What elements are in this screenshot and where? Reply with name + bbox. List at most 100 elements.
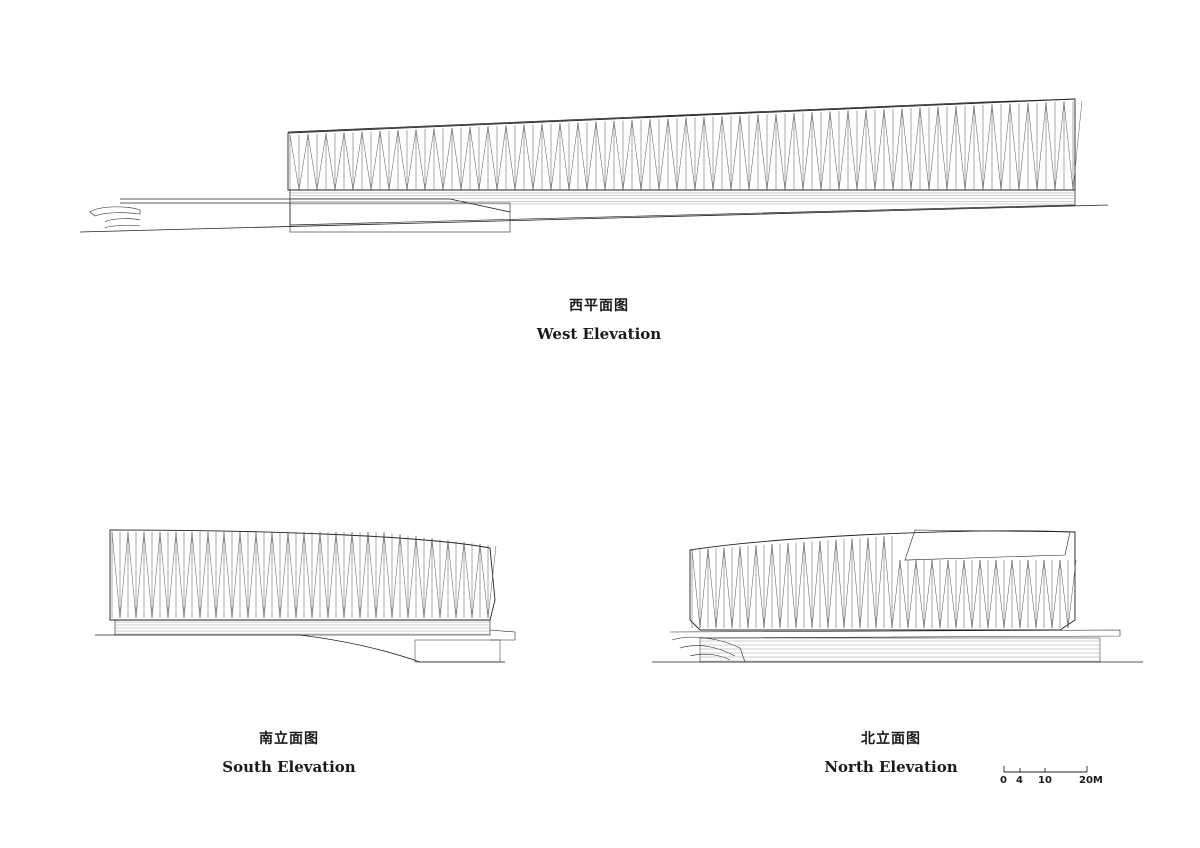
facade-line xyxy=(707,548,717,629)
facade-line xyxy=(991,104,1002,191)
facade-line xyxy=(1043,559,1053,629)
facade-line xyxy=(982,104,993,191)
facade-line xyxy=(892,108,903,191)
facade-line xyxy=(963,559,973,629)
facade-line xyxy=(487,545,497,619)
facade-line xyxy=(451,127,462,191)
facade-line xyxy=(397,130,408,191)
facade-line xyxy=(748,114,759,191)
south-elevation-title-en: South Elevation xyxy=(222,758,356,776)
facade-line xyxy=(351,531,361,619)
facade-line xyxy=(901,108,912,191)
facade-line xyxy=(691,549,701,629)
north-elevation-title-en: North Elevation xyxy=(824,758,958,776)
facade-line xyxy=(231,531,241,619)
facade-line xyxy=(325,133,336,191)
facade-line xyxy=(829,111,840,191)
facade-line xyxy=(915,559,925,629)
facade-line xyxy=(352,131,363,191)
facade-line xyxy=(442,127,453,191)
facade-line xyxy=(971,559,981,629)
facade-line xyxy=(431,538,441,619)
facade-line xyxy=(496,125,507,191)
south-elevation-drawing xyxy=(95,529,516,663)
facade-line xyxy=(143,531,153,619)
facade-line xyxy=(910,107,921,191)
facade-line xyxy=(307,134,318,191)
facade-line xyxy=(604,120,615,191)
facade-line xyxy=(151,531,161,619)
facade-line xyxy=(335,531,345,619)
scale-tick-label: 4 xyxy=(1016,775,1023,786)
facade-line xyxy=(955,559,965,629)
facade-line xyxy=(784,113,795,191)
facade-line xyxy=(1027,559,1037,629)
facade-line xyxy=(415,536,425,619)
facade-line xyxy=(874,109,885,191)
facade-line xyxy=(787,543,797,629)
facade-line xyxy=(883,109,894,191)
facade-line xyxy=(838,110,849,191)
facade-line xyxy=(343,531,353,619)
south-elevation-caption: 南立面图 South Elevation xyxy=(139,728,439,776)
facade-line xyxy=(1035,559,1045,629)
facade-line xyxy=(568,122,579,191)
facade-line xyxy=(375,532,385,619)
facade-line xyxy=(433,128,444,191)
south-elevation-title-cn: 南立面图 xyxy=(259,731,319,747)
facade-line xyxy=(937,106,948,191)
facade-line xyxy=(883,536,893,629)
facade-line xyxy=(964,105,975,191)
facade-line xyxy=(640,119,651,191)
facade-line xyxy=(685,117,696,191)
scale-bar xyxy=(1003,766,1088,773)
west-elevation-title-en: West Elevation xyxy=(536,325,662,343)
facade-line xyxy=(167,531,177,619)
facade-line xyxy=(423,538,433,619)
north-elevation-caption: 北立面图 North Elevation xyxy=(741,728,1041,776)
facade-line xyxy=(1018,103,1029,191)
facade-line xyxy=(775,113,786,191)
facade-line xyxy=(1067,559,1077,629)
facade-line xyxy=(987,559,997,629)
facade-line xyxy=(931,559,941,629)
facade-line xyxy=(247,531,257,619)
facade-line xyxy=(622,120,633,191)
facade-line xyxy=(1059,559,1069,629)
facade-line xyxy=(255,531,265,619)
west-elevation-caption: 西平面图 West Elevation xyxy=(449,295,749,343)
facade-line xyxy=(455,542,465,619)
facade-line xyxy=(550,123,561,191)
facade-line xyxy=(388,130,399,191)
facade-line xyxy=(460,127,471,191)
north-elevation-drawing xyxy=(652,529,1143,663)
facade-line xyxy=(399,534,409,619)
facade-line xyxy=(712,116,723,191)
facade-line xyxy=(383,532,393,619)
facade-line xyxy=(523,124,534,191)
north-elevation-title-cn: 北立面图 xyxy=(861,731,921,747)
facade-line xyxy=(207,531,217,619)
facade-line xyxy=(747,545,757,629)
facade-line xyxy=(919,107,930,191)
facade-line xyxy=(907,559,917,629)
facade-line xyxy=(851,538,861,629)
facade-line xyxy=(939,559,949,629)
facade-line xyxy=(127,531,137,619)
facade-line xyxy=(303,531,313,619)
facade-line xyxy=(694,116,705,191)
facade-line xyxy=(298,134,309,191)
facade-line xyxy=(577,122,588,191)
facade-line xyxy=(1036,102,1047,191)
facade-line xyxy=(699,548,709,629)
facade-line xyxy=(295,531,305,619)
facade-line xyxy=(159,531,169,619)
facade-line xyxy=(867,537,877,629)
facade-line xyxy=(995,559,1005,629)
facade-line xyxy=(1003,559,1013,629)
facade-line xyxy=(311,531,321,619)
facade-line xyxy=(928,106,939,191)
facade-line xyxy=(263,531,273,619)
facade-line xyxy=(820,111,831,191)
